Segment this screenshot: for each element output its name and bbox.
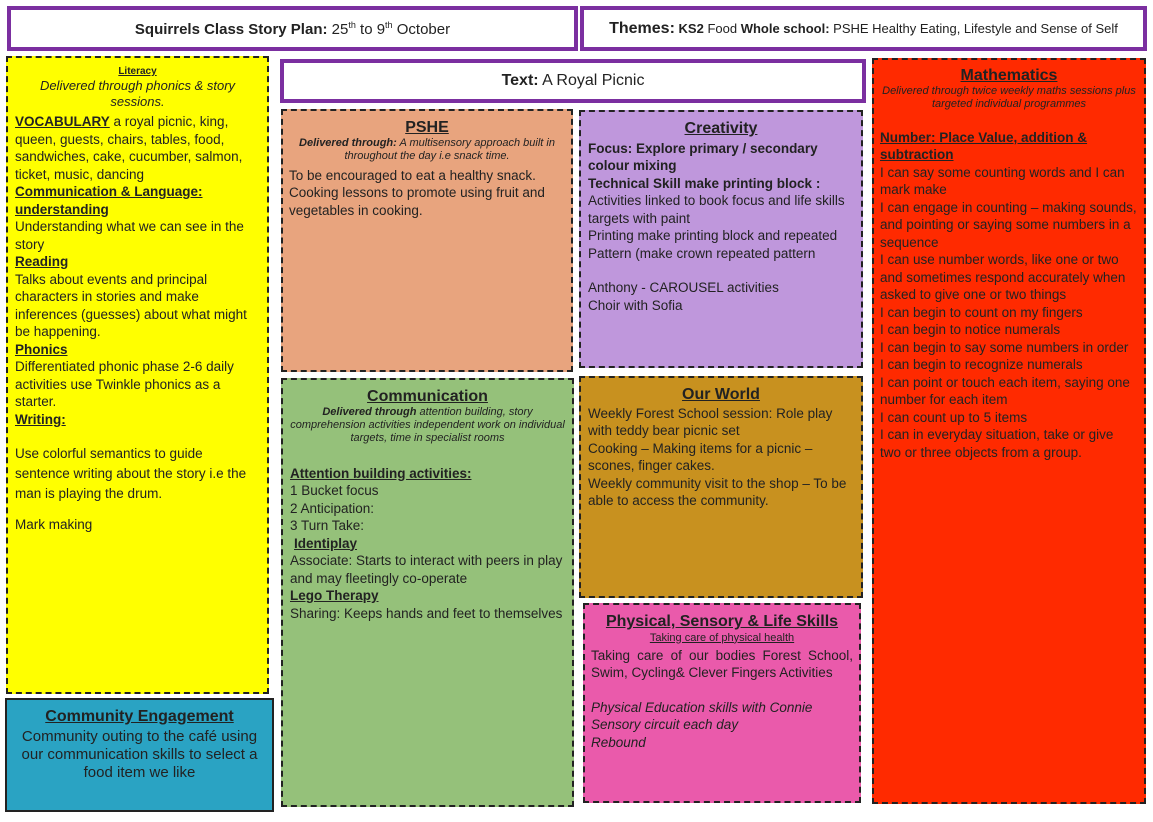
lego-therapy-heading: Lego Therapy <box>290 588 379 603</box>
maths-item: I can begin to notice numerals <box>880 322 1061 337</box>
physical-line-1: Physical Education skills with Connie <box>591 699 813 715</box>
attention-item-3: 3 Turn Take: <box>290 518 365 533</box>
communication-delivered: Delivered through attention building, st… <box>290 405 565 444</box>
literacy-title: Literacy <box>118 66 157 77</box>
our-world-line-2: Cooking – Making items for a picnic – sc… <box>588 440 813 474</box>
story-text-box: Text: A Royal Picnic <box>280 59 866 103</box>
maths-item: I can begin to say some numbers in order <box>880 339 1129 355</box>
vocabulary: VOCABULARY a royal picnic, king, queen, … <box>15 114 243 182</box>
sharing-text: Sharing: Keeps hands and feet to themsel… <box>290 605 563 621</box>
maths-focus: Number: Place Value, addition & subtract… <box>880 129 1088 163</box>
creativity-title: Creativity <box>684 120 758 137</box>
creativity-focus: Focus: Explore primary / secondary colou… <box>588 140 818 174</box>
pshe-body: To be encouraged to eat a healthy snack.… <box>289 167 545 218</box>
communication-language-text: Understanding what we can see in the sto… <box>15 219 244 252</box>
maths-panel: Mathematics Delivered through twice week… <box>872 58 1146 804</box>
maths-item: I can use number words, like one or two … <box>880 252 1126 302</box>
literacy-subtitle: Delivered through phonics & story sessio… <box>39 78 236 109</box>
maths-item: I can count up to 5 items <box>880 409 1028 425</box>
creativity-line-3: Anthony - CAROUSEL activities <box>588 280 779 295</box>
creativity-panel: Creativity Focus: Explore primary / seco… <box>579 110 863 368</box>
maths-item: I can in everyday situation, take or giv… <box>880 427 1114 460</box>
maths-item: I can point or touch each item, saying o… <box>880 374 1130 408</box>
our-world-panel: Our World Weekly Forest School session: … <box>579 376 863 598</box>
maths-item: I can say some counting words and I can … <box>880 164 1125 198</box>
mark-making-text: Mark making <box>15 517 93 532</box>
associate-text: Associate: Starts to interact with peers… <box>290 553 563 586</box>
maths-item: I can begin to count on my fingers <box>880 304 1083 320</box>
our-world-title: Our World <box>682 386 760 403</box>
writing-heading: Writing: <box>15 411 66 427</box>
creativity-line-1: Activities linked to book focus and life… <box>588 193 845 226</box>
community-title: Community Engagement <box>45 708 234 725</box>
phonics-text: Differentiated phonic phase 2-6 daily ac… <box>15 359 234 409</box>
attention-item-2: 2 Anticipation: <box>290 500 375 516</box>
maths-title: Mathematics <box>960 67 1058 84</box>
attention-heading: Attention building activities: <box>290 465 472 481</box>
plan-title: Squirrels Class Story Plan: 25th to 9th … <box>134 19 451 38</box>
writing-text: Use colorful semantics to guide sentence… <box>15 446 247 501</box>
maths-item: I can engage in counting – making sounds… <box>880 199 1137 250</box>
creativity-skill: Technical Skill make printing block : <box>588 175 821 191</box>
physical-subtitle: Taking care of physical health <box>649 631 795 644</box>
community-body: Community outing to the café using our c… <box>21 728 258 781</box>
communication-panel: Communication Delivered through attentio… <box>281 378 574 807</box>
creativity-line-4: Choir with Sofia <box>588 297 683 313</box>
pshe-title: PSHE <box>405 119 449 136</box>
maths-subtitle: Delivered through twice weekly maths ses… <box>882 84 1136 110</box>
physical-panel: Physical, Sensory & Life Skills Taking c… <box>583 603 861 803</box>
pshe-delivered: Delivered through: A multisensory approa… <box>299 136 555 162</box>
attention-item-1: 1 Bucket focus <box>290 483 379 498</box>
phonics-heading: Phonics <box>15 341 68 357</box>
communication-language-heading: Communication & Language: understanding <box>15 184 203 217</box>
physical-title: Physical, Sensory & Life Skills <box>605 613 839 630</box>
plan-title-box: Squirrels Class Story Plan: 25th to 9th … <box>7 6 578 51</box>
identiplay-heading: Identiplay <box>294 535 358 551</box>
themes-box: Themes: KS2 Food Whole school: PSHE Heal… <box>580 6 1147 51</box>
maths-item: I can begin to recognize numerals <box>880 357 1083 372</box>
themes-text: Themes: KS2 Food Whole school: PSHE Heal… <box>609 19 1118 37</box>
physical-line-3: Rebound <box>591 734 646 750</box>
communication-title: Communication <box>367 388 488 405</box>
reading-heading: Reading <box>15 254 69 269</box>
pshe-panel: PSHE Delivered through: A multisensory a… <box>281 109 573 372</box>
maths-list: I can say some counting words and I can … <box>880 164 1138 462</box>
our-world-line-1: Weekly Forest School session: Role play … <box>588 405 833 439</box>
story-text: Text: A Royal Picnic <box>501 72 645 89</box>
reading-text: Talks about events and principal charact… <box>15 271 247 340</box>
creativity-line-2: Printing make printing block and repeate… <box>588 228 838 261</box>
community-panel: Community Engagement Community outing to… <box>5 698 274 812</box>
physical-body: Taking care of our bodies Forest School,… <box>591 647 853 681</box>
our-world-line-3: Weekly community visit to the shop – To … <box>588 475 847 509</box>
literacy-panel: Literacy Delivered through phonics & sto… <box>6 56 269 694</box>
physical-line-2: Sensory circuit each day <box>591 717 739 732</box>
